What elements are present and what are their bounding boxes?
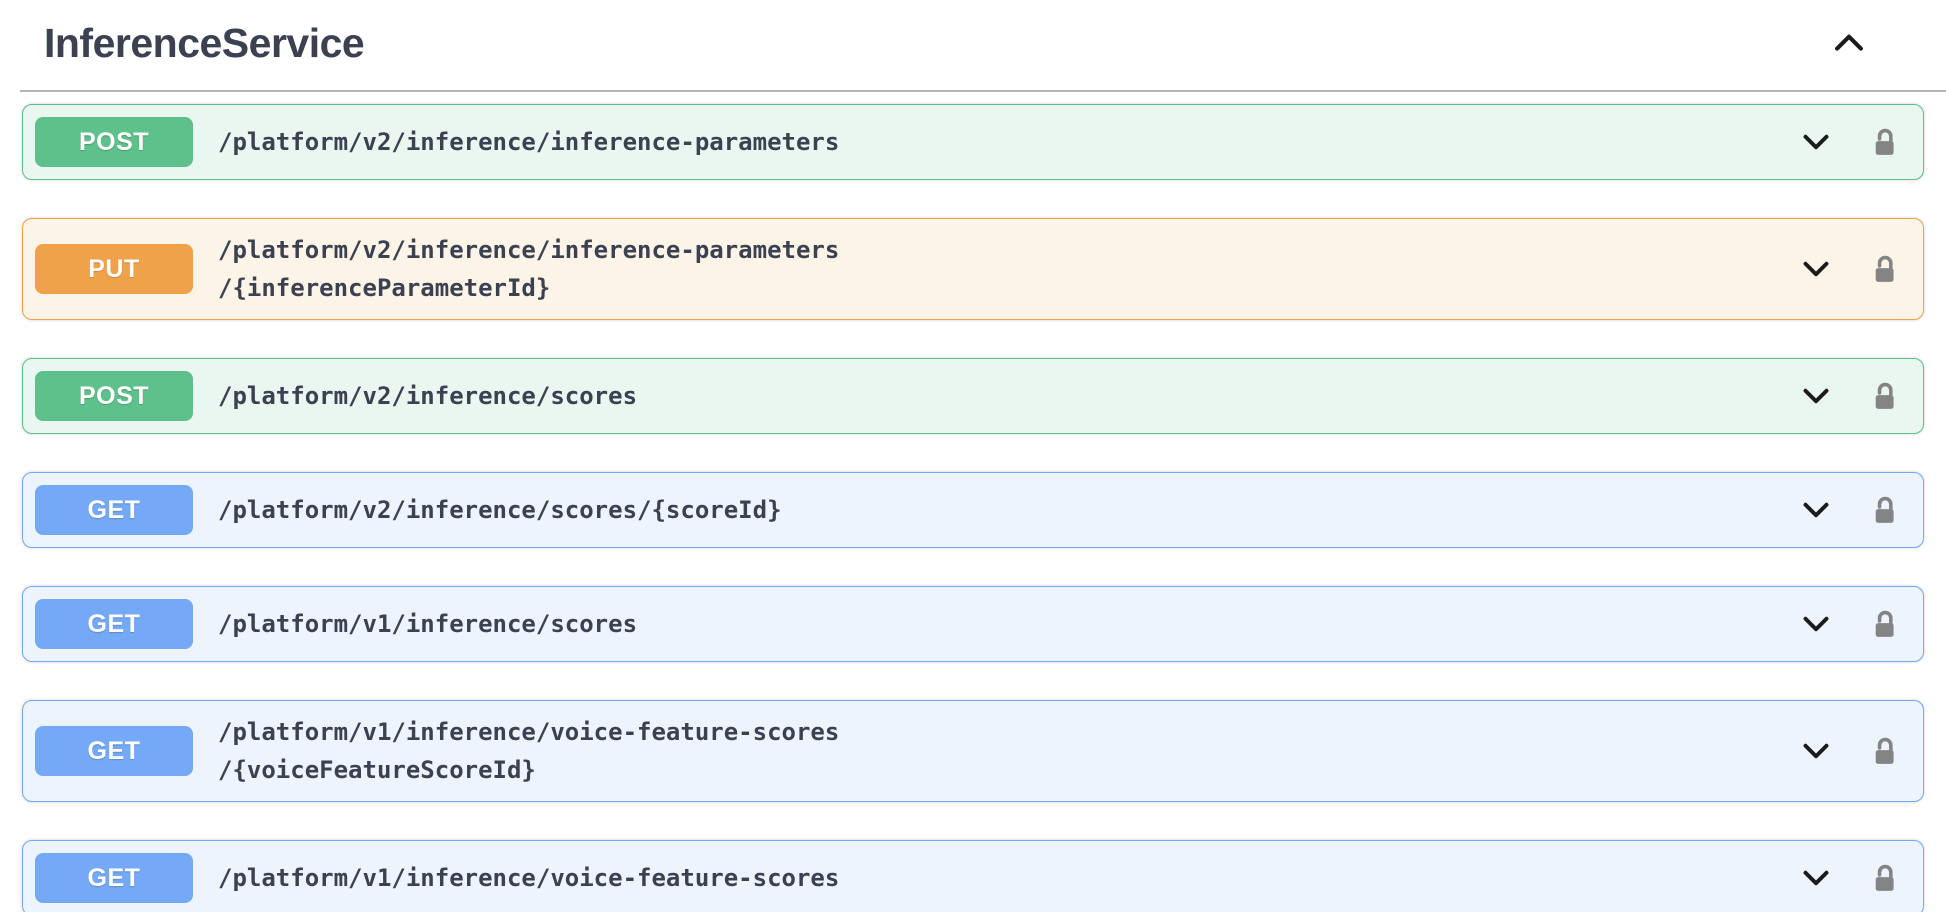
- endpoint-path: /platform/v1/inference/voice-feature-sco…: [218, 713, 1798, 789]
- chevron-down-icon: [1798, 743, 1834, 772]
- section-divider: [20, 90, 1946, 92]
- expand-operation-button[interactable]: [1798, 378, 1834, 414]
- section-collapse-button[interactable]: [1830, 24, 1868, 62]
- authorize-button[interactable]: [1868, 862, 1901, 895]
- operation-row[interactable]: POST /platform/v2/inference/inference-pa…: [22, 104, 1924, 180]
- row-actions: [1798, 492, 1911, 528]
- unlock-icon: [1868, 496, 1901, 530]
- endpoint-path: /platform/v2/inference/inference-paramet…: [218, 231, 1798, 307]
- endpoint-path-line: /platform/v1/inference/scores: [218, 610, 638, 638]
- section-header[interactable]: InferenceService: [0, 0, 1946, 76]
- endpoint-path-line: /platform/v1/inference/voice-feature-sco…: [218, 718, 840, 746]
- unlock-icon: [1868, 610, 1901, 644]
- endpoint-path: /platform/v1/inference/voice-feature-sco…: [218, 859, 1798, 897]
- endpoint-path-line: /platform/v2/inference/inference-paramet…: [218, 128, 840, 156]
- authorize-button[interactable]: [1868, 494, 1901, 527]
- chevron-down-icon: [1798, 134, 1834, 163]
- endpoint-path-line: /platform/v2/inference/scores/{scoreId}: [218, 496, 782, 524]
- operation-row[interactable]: PUT /platform/v2/inference/inference-par…: [22, 218, 1924, 320]
- unlock-icon: [1868, 382, 1901, 416]
- operation-row[interactable]: GET /platform/v1/inference/voice-feature…: [22, 700, 1924, 802]
- endpoint-path: /platform/v2/inference/scores: [218, 377, 1798, 415]
- chevron-down-icon: [1798, 261, 1834, 290]
- operations-list: POST /platform/v2/inference/inference-pa…: [22, 104, 1924, 912]
- authorize-button[interactable]: [1868, 608, 1901, 641]
- operation-row[interactable]: GET /platform/v1/inference/voice-feature…: [22, 840, 1924, 912]
- endpoint-path: /platform/v1/inference/scores: [218, 605, 1798, 643]
- expand-operation-button[interactable]: [1798, 860, 1834, 896]
- endpoint-path: /platform/v2/inference/scores/{scoreId}: [218, 491, 1798, 529]
- authorize-button[interactable]: [1868, 380, 1901, 413]
- row-actions: [1798, 251, 1911, 287]
- row-actions: [1798, 733, 1911, 769]
- unlock-icon: [1868, 864, 1901, 898]
- authorize-button[interactable]: [1868, 126, 1901, 159]
- unlock-icon: [1868, 737, 1901, 771]
- unlock-icon: [1868, 255, 1901, 289]
- row-actions: [1798, 124, 1911, 160]
- endpoint-path-line: /{inferenceParameterId}: [218, 274, 551, 302]
- method-badge: GET: [35, 853, 193, 903]
- authorize-button[interactable]: [1868, 735, 1901, 768]
- method-badge: POST: [35, 371, 193, 421]
- row-actions: [1798, 378, 1911, 414]
- authorize-button[interactable]: [1868, 253, 1901, 286]
- method-badge: GET: [35, 485, 193, 535]
- chevron-up-icon: [1830, 34, 1868, 65]
- expand-operation-button[interactable]: [1798, 492, 1834, 528]
- expand-operation-button[interactable]: [1798, 733, 1834, 769]
- method-badge: GET: [35, 599, 193, 649]
- chevron-down-icon: [1798, 870, 1834, 899]
- endpoint-path-line: /{voiceFeatureScoreId}: [218, 756, 536, 784]
- method-badge: POST: [35, 117, 193, 167]
- chevron-down-icon: [1798, 388, 1834, 417]
- method-badge: GET: [35, 726, 193, 776]
- section-title: InferenceService: [44, 19, 365, 66]
- chevron-down-icon: [1798, 616, 1834, 645]
- row-actions: [1798, 860, 1911, 896]
- operation-row[interactable]: GET /platform/v2/inference/scores/{score…: [22, 472, 1924, 548]
- expand-operation-button[interactable]: [1798, 124, 1834, 160]
- method-badge: PUT: [35, 244, 193, 294]
- chevron-down-icon: [1798, 502, 1834, 531]
- row-actions: [1798, 606, 1911, 642]
- expand-operation-button[interactable]: [1798, 606, 1834, 642]
- endpoint-path-line: /platform/v2/inference/scores: [218, 382, 638, 410]
- expand-operation-button[interactable]: [1798, 251, 1834, 287]
- endpoint-path-line: /platform/v1/inference/voice-feature-sco…: [218, 864, 840, 892]
- operation-row[interactable]: POST /platform/v2/inference/scores: [22, 358, 1924, 434]
- endpoint-path-line: /platform/v2/inference/inference-paramet…: [218, 236, 840, 264]
- unlock-icon: [1868, 128, 1901, 162]
- endpoint-path: /platform/v2/inference/inference-paramet…: [218, 123, 1798, 161]
- operation-row[interactable]: GET /platform/v1/inference/scores: [22, 586, 1924, 662]
